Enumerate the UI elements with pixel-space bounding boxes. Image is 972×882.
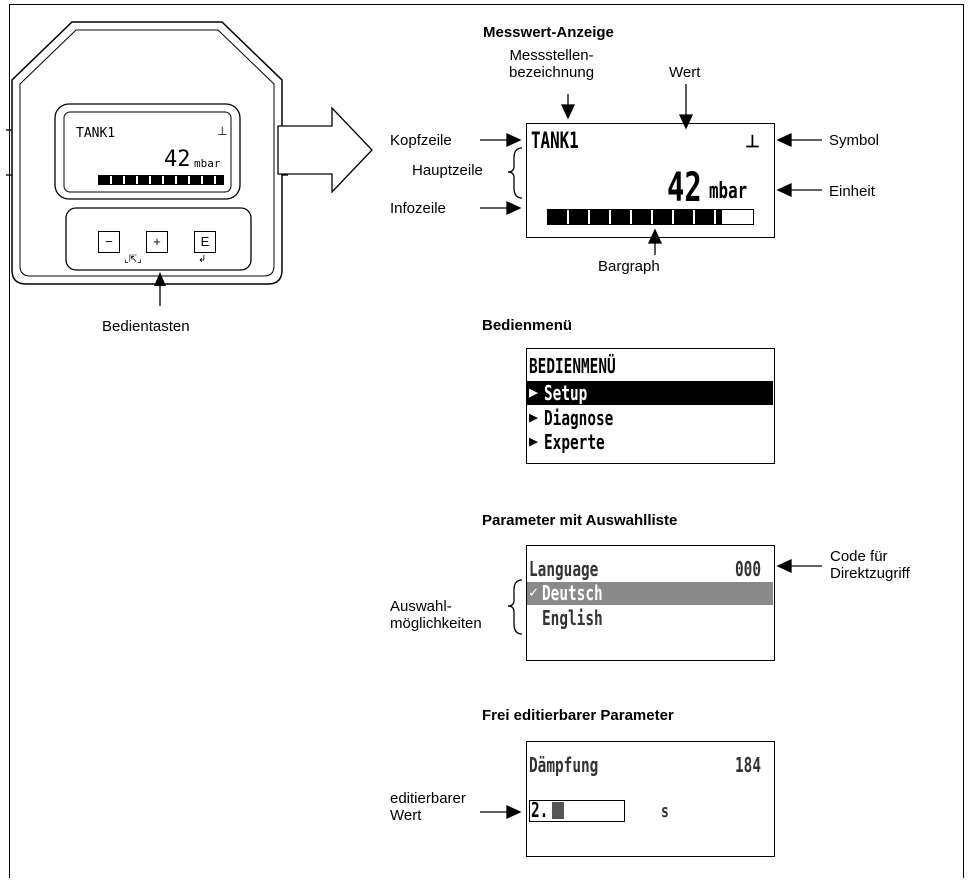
option-english[interactable]: English	[527, 607, 773, 630]
device-lcd-bargraph	[98, 175, 224, 185]
options-label: Auswahl- möglichkeiten	[390, 598, 482, 632]
bargraph-fill	[548, 210, 723, 224]
header-line-label: Kopfzeile	[390, 132, 452, 149]
edit-cursor-icon	[552, 802, 564, 819]
menu-item-label: Setup	[544, 381, 588, 405]
screen-tag: TANK1	[531, 129, 579, 154]
menu-item-label: Diagnose	[544, 406, 614, 430]
screen-unit: mbar	[709, 179, 748, 204]
bargraph-label: Bargraph	[598, 258, 660, 275]
measured-display-screen: TANK1 ⊥ 42 mbar	[526, 123, 775, 238]
editable-code: 184	[735, 753, 762, 777]
option-label: Deutsch	[542, 581, 603, 605]
enter-combo-icon: ↲	[198, 254, 207, 265]
menu-item-experte[interactable]: ▶ Experte	[527, 430, 773, 454]
editable-unit: s	[661, 801, 669, 822]
option-label: English	[542, 606, 603, 630]
option-deutsch[interactable]: ✓ Deutsch	[527, 582, 773, 605]
symbol-label: Symbol	[829, 132, 880, 149]
editable-title: Frei editierbarer Parameter	[482, 707, 674, 724]
escape-combo-icon: ⌞⇱⌟	[124, 254, 142, 265]
device-lcd-unit: mbar	[194, 157, 221, 170]
editable-value-field[interactable]: 2.	[529, 798, 625, 822]
menu-item-diagnose[interactable]: ▶ Diagnose	[527, 406, 773, 430]
figure-frame	[9, 4, 964, 878]
menu-item-label: Experte	[544, 430, 605, 454]
menu-item-setup[interactable]: ▶ Setup	[527, 381, 773, 405]
unit-label: Einheit	[829, 183, 875, 200]
editable-value: 2.	[531, 798, 549, 822]
minus-key[interactable]: −	[98, 231, 120, 253]
operating-menu-title: Bedienmenü	[482, 317, 573, 334]
measured-display-title: Messwert-Anzeige	[483, 24, 614, 41]
menu-arrow-icon: ▶	[529, 408, 539, 426]
picklist-screen: Language 000 ✓ Deutsch English	[526, 545, 775, 661]
picklist-parameter: Language	[529, 557, 599, 581]
editable-parameter: Dämpfung	[529, 753, 599, 777]
menu-arrow-icon: ▶	[529, 432, 539, 450]
screen-symbol-icon: ⊥	[745, 132, 760, 151]
device-lcd-value: 42	[164, 147, 191, 172]
screen-value: 42	[667, 165, 702, 211]
info-line-label: Infozeile	[390, 200, 446, 217]
menu-heading: BEDIENMENÜ	[529, 354, 616, 378]
device-lcd-symbol-icon: ⊥	[217, 124, 228, 138]
screen-bargraph	[547, 209, 754, 225]
editable-screen: Dämpfung 184 2. s	[526, 741, 775, 857]
main-line-label: Hauptzeile	[412, 162, 483, 179]
plus-key[interactable]: +	[146, 231, 168, 253]
operating-menu-screen: BEDIENMENÜ ▶ Setup ▶ Diagnose ▶ Experte	[526, 348, 775, 464]
picklist-title: Parameter mit Auswahlliste	[482, 512, 678, 529]
picklist-code: 000	[735, 557, 762, 581]
value-label: Wert	[669, 64, 701, 81]
enter-key[interactable]: E	[194, 231, 216, 253]
keys-label: Bedientasten	[102, 318, 190, 335]
editable-value-label: editierbarer Wert	[390, 790, 466, 824]
device-lcd-tag: TANK1	[76, 126, 116, 141]
code-label: Code für Direktzugriff	[830, 548, 910, 582]
menu-arrow-icon: ▶	[529, 383, 539, 401]
tag-label: Messstellen- bezeichnung	[509, 47, 595, 81]
checkmark-icon: ✓	[529, 583, 539, 601]
